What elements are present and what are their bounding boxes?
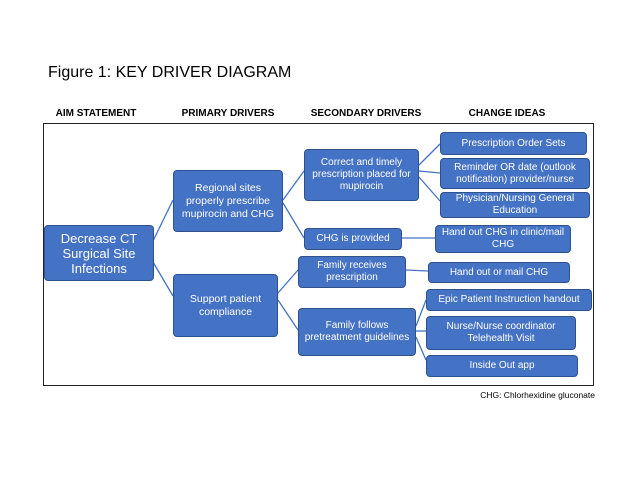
change-idea-order-sets: Prescription Order Sets — [440, 132, 587, 155]
change-idea-reminder: Reminder OR date (outlook notification) … — [440, 158, 590, 189]
aim-statement-header: AIM STATEMENT — [55, 108, 137, 119]
change-idea-inside-out: Inside Out app — [426, 355, 578, 377]
primary-driver-support-compliance: Support patient compliance — [173, 274, 278, 337]
connector-follows-epic — [415, 299, 427, 327]
connector-regional-chg — [282, 202, 305, 239]
secondary-driver-family-receives: Family receives prescription — [298, 256, 406, 288]
connector-support-follows — [277, 299, 299, 331]
connector-receives-mail — [405, 269, 429, 272]
secondary-driver-family-follows: Family follows pretreatment guidelines — [298, 308, 416, 356]
change-idea-hand-out-mail: Hand out or mail CHG — [428, 262, 570, 283]
change-idea-telehealth: Nurse/Nurse coordinator Telehealth Visit — [426, 316, 576, 350]
change-ideas-header: CHANGE IDEAS — [468, 108, 546, 119]
secondary-driver-chg-provided: CHG is provided — [304, 228, 402, 250]
connector-prescription-education — [418, 176, 441, 202]
connector-aim-support — [152, 261, 174, 297]
change-idea-epic-handout: Epic Patient Instruction handout — [426, 289, 592, 311]
secondary-drivers-header: SECONDARY DRIVERS — [310, 108, 422, 119]
connector-aim-regional — [152, 199, 174, 242]
change-idea-hand-out-clinic: Hand out CHG in clinic/mail CHG — [435, 225, 571, 253]
connector-regional-prescription — [282, 170, 305, 201]
connector-prescription-reminder — [418, 170, 441, 174]
primary-driver-regional-sites: Regional sites properly prescribe mupiro… — [173, 170, 283, 232]
secondary-driver-prescription-placed: Correct and timely prescription placed f… — [304, 149, 419, 201]
connector-follows-insideout — [415, 336, 427, 361]
primary-drivers-header: PRIMARY DRIVERS — [181, 108, 275, 119]
figure-title: Figure 1: KEY DRIVER DIAGRAM — [48, 64, 292, 81]
connector-support-receives — [277, 269, 299, 294]
connector-prescription-ordersets — [418, 143, 441, 166]
diagram-frame — [43, 123, 594, 386]
footnote-chg: CHG: Chlorhexidine gluconate — [480, 390, 595, 400]
aim-statement-node: Decrease CT Surgical Site Infections — [44, 225, 154, 281]
change-idea-education: Physician/Nursing General Education — [440, 192, 590, 218]
